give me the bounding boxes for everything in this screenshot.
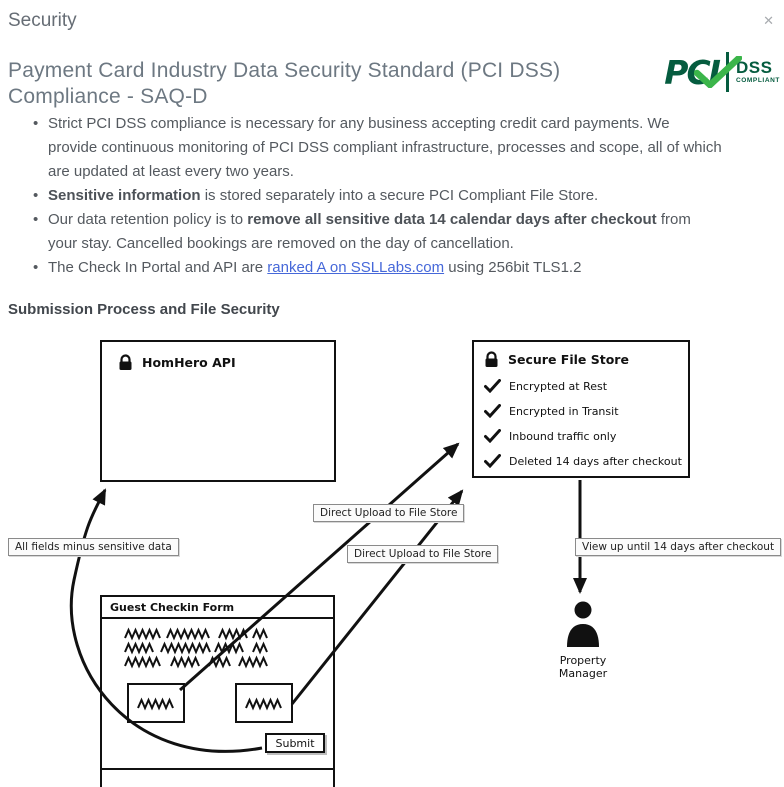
form-field-box (127, 683, 185, 723)
file-store-item-label: Deleted 14 days after checkout (509, 454, 682, 468)
check-icon (484, 379, 501, 393)
file-store-box: Secure File Store Encrypted at Rest Encr… (472, 340, 690, 478)
pci-dss-compliant-logo: PCI DSS COMPLIANT (664, 52, 782, 92)
guest-form-title: Guest Checkin Form (110, 601, 235, 614)
lock-icon (119, 354, 132, 370)
bullet-text: is stored separately into a secure PCI C… (200, 187, 599, 204)
api-box-title: HomHero API (142, 355, 236, 370)
property-manager: Property Manager (540, 601, 626, 680)
bullet-item-retention: Our data retention policy is to remove a… (8, 208, 722, 256)
bullet-list: Strict PCI DSS compliance is necessary f… (8, 112, 722, 280)
bullet-bold-text: Sensitive information (48, 187, 201, 204)
file-store-item: Encrypted at Rest (474, 379, 688, 393)
pci-logo-right: DSS COMPLIANT (736, 59, 782, 85)
main-heading: Payment Card Industry Data Security Stan… (8, 59, 561, 109)
file-store-item: Deleted 14 days after checkout (474, 454, 688, 468)
bullet-text: from your stay. Cancelled bookings are r… (48, 211, 691, 252)
file-store-item-label: Encrypted at Rest (509, 379, 608, 393)
check-icon (484, 429, 501, 443)
bullet-item-sensitive-info: Sensitive information is stored separate… (8, 184, 722, 208)
bullet-text: using 256bit TLS1.2 (444, 259, 582, 276)
form-field-box (235, 683, 293, 723)
label-all-fields: All fields minus sensitive data (8, 538, 179, 556)
submission-diagram: HomHero API Secure File Store Encrypted … (0, 328, 784, 787)
person-icon (567, 601, 599, 647)
file-store-item-label: Encrypted in Transit (509, 404, 619, 418)
check-icon (484, 404, 501, 418)
ssllabs-link[interactable]: ranked A on SSLLabs.com (267, 259, 445, 276)
label-direct-upload-1: Direct Upload to File Store (313, 504, 465, 522)
label-direct-upload-2: Direct Upload to File Store (347, 545, 499, 563)
guest-form-divider (101, 617, 334, 619)
pci-compliant-text: COMPLIANT (735, 77, 780, 85)
label-view-until: View up until 14 days after checkout (575, 538, 782, 556)
bullet-item-compliance: Strict PCI DSS compliance is necessary f… (8, 112, 722, 184)
pci-dss-text: DSS (735, 58, 773, 78)
api-box: HomHero API (100, 340, 336, 482)
pci-check-icon (694, 56, 743, 88)
bullet-text: Strict PCI DSS compliance is necessary f… (48, 115, 722, 180)
file-store-item-label: Inbound traffic only (509, 429, 617, 443)
lock-icon (485, 351, 498, 367)
bullet-bold-text: remove all sensitive data 14 calendar da… (247, 211, 657, 228)
page-title: Security (8, 10, 77, 31)
close-icon[interactable]: ✕ (763, 13, 774, 28)
guest-form-box: Guest Checkin Form Submit (100, 595, 335, 770)
submit-button-drawing: Submit (265, 733, 325, 753)
api-box-header: HomHero API (102, 342, 334, 371)
bullet-text: The Check In Portal and API are (48, 259, 268, 276)
bullet-text: Our data retention policy is to (48, 211, 248, 228)
file-store-item: Inbound traffic only (474, 429, 688, 443)
property-manager-label: Property Manager (558, 654, 608, 680)
check-icon (484, 454, 501, 468)
file-store-header: Secure File Store (474, 342, 688, 368)
bullet-item-ssl: The Check In Portal and API are ranked A… (8, 256, 722, 280)
file-store-item: Encrypted in Transit (474, 404, 688, 418)
file-store-title: Secure File Store (508, 352, 629, 367)
section-heading: Submission Process and File Security (8, 301, 280, 318)
